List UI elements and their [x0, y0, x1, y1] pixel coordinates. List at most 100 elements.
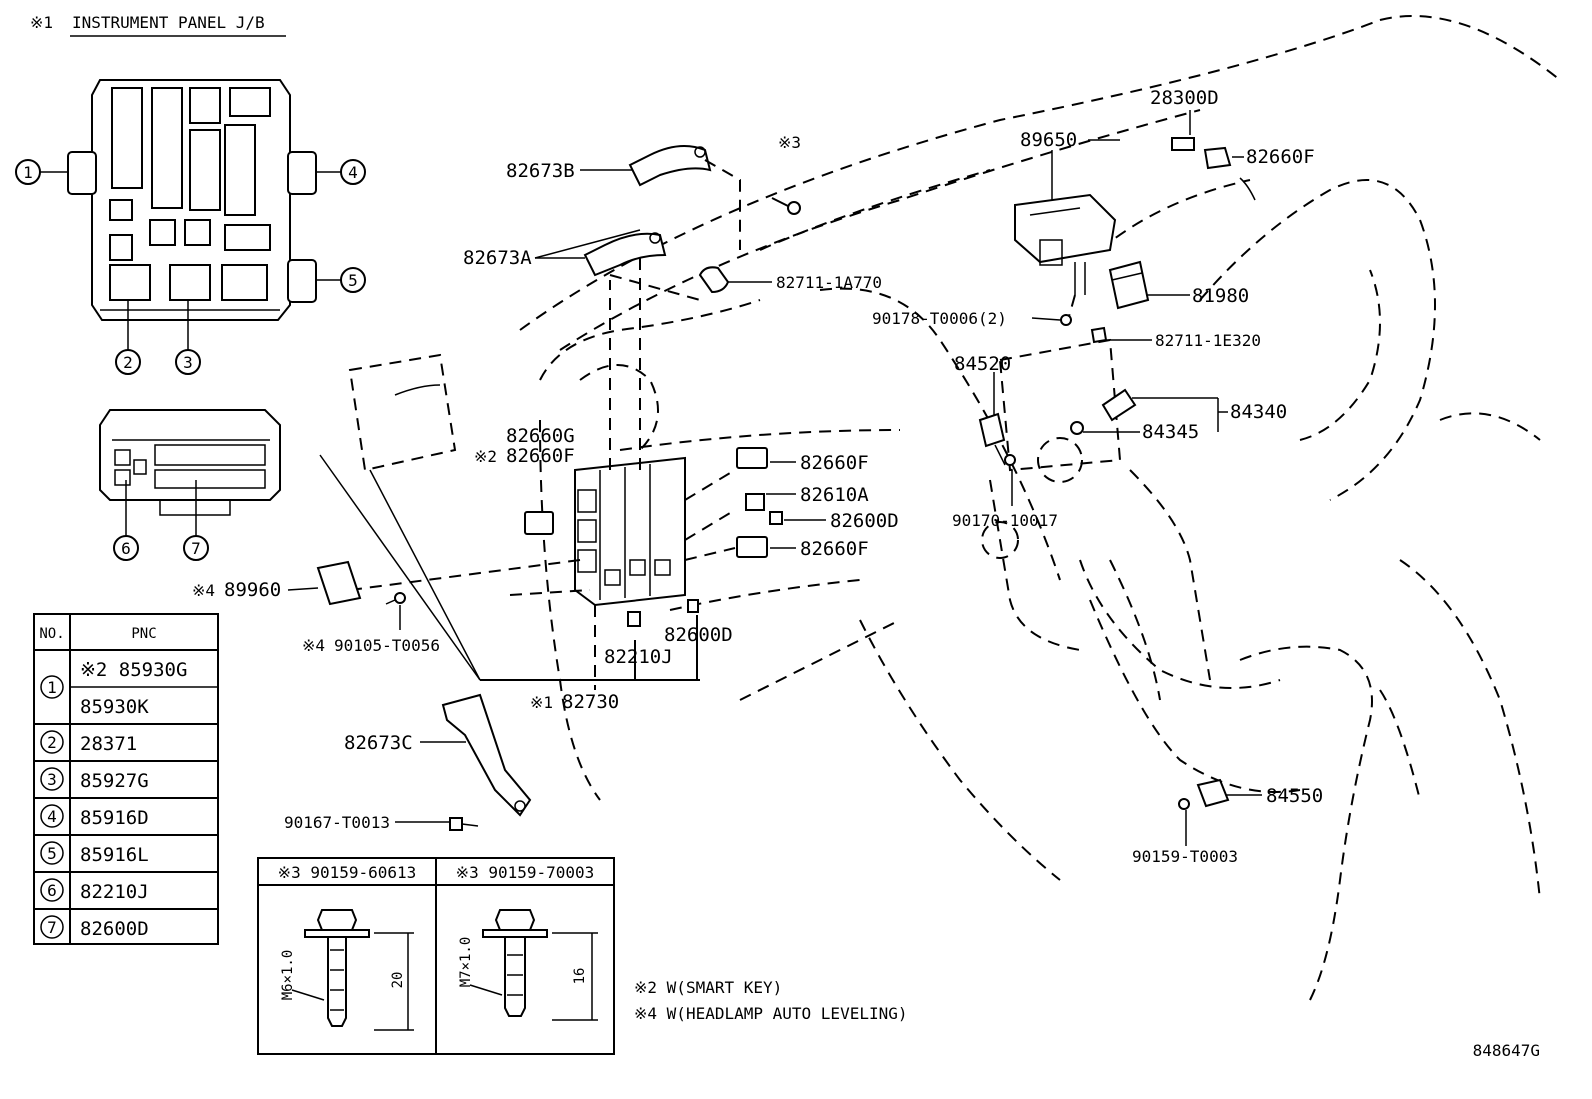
label-82673C: 82673C: [344, 732, 413, 754]
nut-90178: [1060, 314, 1072, 326]
label-81980: 81980: [1192, 285, 1249, 307]
table-row: 5 85916L: [40, 841, 149, 866]
svg-text:3: 3: [47, 770, 57, 789]
svg-text:4: 4: [348, 163, 358, 182]
label-28300D: 28300D: [1150, 87, 1219, 109]
label-84345: 84345: [1142, 421, 1199, 443]
switch-84340: [1070, 388, 1137, 435]
label-82711-1E320: 82711-1E320: [1155, 331, 1261, 350]
junction-block-assembly: [349, 240, 736, 690]
screw-top: [771, 197, 801, 215]
label-82711-1A770: 82711-1A770: [776, 273, 882, 292]
table-row: 3 85927G: [40, 767, 149, 792]
svg-text:7: 7: [191, 539, 201, 558]
svg-text:82210J: 82210J: [80, 881, 149, 903]
switch-81980: [1108, 260, 1150, 310]
label-82660F-left: 82660F: [506, 445, 575, 467]
label-82610A: 82610A: [800, 484, 869, 506]
svg-text:28371: 28371: [80, 733, 137, 755]
leader-lines: [287, 110, 1262, 846]
label-82660F-r1: 82660F: [800, 452, 869, 474]
screw-90167: [449, 817, 479, 831]
mark-4-90105: ※4: [302, 636, 325, 655]
fuse-82210J: [627, 611, 641, 627]
table-row: 2 28371: [40, 730, 137, 755]
svg-text:5: 5: [47, 844, 57, 863]
label-84340: 84340: [1230, 401, 1287, 423]
svg-text:※2 85930G: ※2 85930G: [80, 659, 187, 681]
svg-text:85930K: 85930K: [80, 696, 149, 718]
svg-text:6: 6: [47, 881, 57, 900]
module-82730-panel: [319, 353, 481, 681]
label-84520: 84520: [954, 353, 1011, 375]
table-row: 7 82600D: [40, 915, 149, 940]
fuse-82600D-r: [769, 511, 783, 525]
jb-callout-3: 3: [175, 300, 201, 375]
label-82660F-top: 82660F: [1246, 146, 1315, 168]
note-headlamp-leveling: ※4 W(HEADLAMP AUTO LEVELING): [634, 1004, 908, 1023]
label-82600D-b: 82600D: [664, 624, 733, 646]
svg-text:4: 4: [47, 807, 57, 826]
bolt-detail-table: ※3 90159-60613 ※3 90159-70003 M6×1.0 20: [257, 857, 615, 1055]
callout-labels: 82673B 82673A 82711-1A770 ※3 28300D 8965…: [192, 87, 1323, 866]
jb-callout-7: 7: [183, 480, 209, 561]
jb-callout-4: 4: [316, 159, 366, 185]
relay-82660F-left: [524, 511, 554, 535]
table-header-pnc: PNC: [131, 626, 156, 642]
svg-text:85927G: 85927G: [80, 770, 149, 792]
relay-82660F-top: [1203, 146, 1256, 201]
note-smart-key: ※2 W(SMART KEY): [634, 978, 782, 997]
switch-84550: [1178, 778, 1230, 810]
relay-82610A: [745, 493, 765, 511]
bracket-82673C: [441, 693, 532, 817]
relay-82660F-r1: [736, 447, 768, 469]
label-82660F-r2: 82660F: [800, 538, 869, 560]
label-84550: 84550: [1266, 785, 1323, 807]
bolt-drawing-1: M6×1.0 20: [280, 909, 414, 1031]
table-row: 1 ※2 85930G 85930K: [40, 659, 187, 718]
jb-side-view: [99, 409, 281, 516]
label-89650: 89650: [1020, 129, 1077, 151]
label-89960: 89960: [224, 579, 281, 601]
jb-upper-view: [67, 79, 317, 321]
table-row: 4 85916D: [40, 804, 149, 829]
label-90159-T0003: 90159-T0003: [1132, 847, 1238, 866]
relay-82660F-r2: [736, 536, 768, 558]
table-header-no: NO.: [39, 626, 64, 642]
label-82600D-r: 82600D: [830, 510, 899, 532]
module-89650: [1014, 193, 1117, 321]
bolt-header-1: ※3 90159-60613: [278, 863, 417, 882]
label-90178-T0006: 90178-T0006(2): [872, 309, 1007, 328]
bolt-thread-2: M7×1.0: [458, 937, 474, 988]
label-90170-10017: 90170-10017: [952, 511, 1058, 530]
clip-82711-1A770: [609, 266, 730, 301]
jb-callout-2: 2: [115, 300, 141, 375]
diagram-id: 848647G: [1473, 1041, 1540, 1060]
label-82673A: 82673A: [463, 247, 532, 269]
bolt-thread-1: M6×1.0: [280, 950, 296, 1001]
svg-text:5: 5: [348, 271, 358, 290]
bolt-header-2: ※3 90159-70003: [456, 863, 595, 882]
jb-callout-1: 1: [15, 159, 68, 185]
table-row: 6 82210J: [40, 878, 149, 903]
label-82210J: 82210J: [604, 646, 673, 668]
sensor-84520: [978, 412, 1016, 466]
mark-2-82660F: ※2: [474, 447, 497, 466]
label-90167-T0013: 90167-T0013: [284, 813, 390, 832]
bracket-82673A: [583, 232, 667, 277]
relay-28300D: [1171, 137, 1195, 151]
label-82673B: 82673B: [506, 160, 575, 182]
label-82660G: 82660G: [506, 425, 575, 447]
svg-text:3: 3: [183, 353, 193, 372]
mark-3-top: ※3: [778, 133, 801, 152]
pnc-table: NO. PNC 1 ※2 85930G 85930K 2 28371 3 859…: [33, 613, 219, 945]
bolt-length-1: 20: [390, 972, 406, 989]
label-82730: 82730: [562, 691, 619, 713]
header-mark: ※1: [30, 13, 53, 32]
fuse-82600D-b: [687, 599, 699, 613]
svg-text:82600D: 82600D: [80, 918, 149, 940]
clip-82711-1E320: [1090, 326, 1108, 344]
header-title: INSTRUMENT PANEL J/B: [72, 13, 265, 32]
jb-callout-5: 5: [316, 267, 366, 293]
